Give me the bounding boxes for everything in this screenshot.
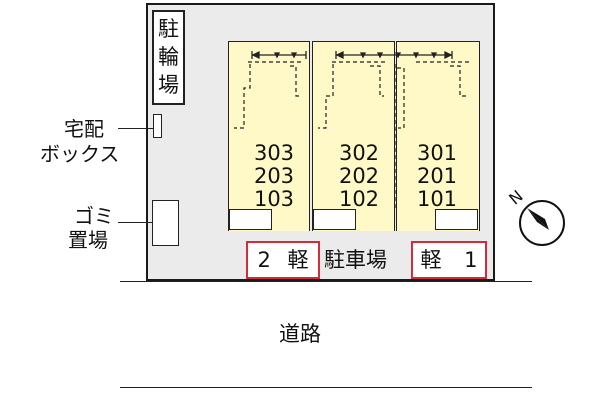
- entrance-door-302: [313, 209, 356, 230]
- unit-label-102: 102: [338, 187, 380, 211]
- unit-label-302: 302: [338, 141, 380, 165]
- unit-label-201: 201: [416, 164, 458, 188]
- entrance-door-301: [435, 209, 478, 230]
- building-column-302: [312, 41, 395, 231]
- road-label: 道路: [279, 322, 321, 346]
- delivery-box: [153, 114, 162, 138]
- unit-label-103: 103: [253, 187, 295, 211]
- parking-space-1-kei: 軽 1: [411, 241, 487, 279]
- building-column-301: [396, 41, 480, 231]
- unit-label-303: 303: [253, 141, 295, 165]
- building-column-303: [228, 41, 310, 231]
- delivery-box-label-line1: 宅配: [64, 117, 104, 141]
- entrance-door-303: [229, 209, 272, 230]
- delivery-box-leader: [118, 128, 153, 129]
- parking-space-2-kei: 2 軽: [246, 241, 320, 279]
- parking-space-type: 軽: [420, 248, 442, 272]
- parking-space-number: 1: [464, 248, 478, 272]
- north-arrow-icon: [519, 200, 565, 246]
- parking-label: 駐車場: [324, 248, 387, 272]
- road-edge-bottom: [120, 387, 532, 388]
- garbage-label-line1: ゴミ: [74, 204, 114, 228]
- road-edge-top: [120, 281, 532, 282]
- unit-label-202: 202: [338, 164, 380, 188]
- delivery-box-label-line2: ボックス: [40, 142, 120, 166]
- unit-label-203: 203: [253, 164, 295, 188]
- bicycle-parking: 駐 輪 場: [152, 10, 185, 105]
- garbage-label-line2: 置場: [68, 228, 108, 252]
- garbage-area: [152, 200, 179, 246]
- garbage-leader: [118, 222, 152, 223]
- unit-label-101: 101: [416, 187, 458, 211]
- parking-space-number: 2: [257, 248, 271, 272]
- unit-label-301: 301: [416, 141, 458, 165]
- parking-space-type: 軽: [287, 248, 309, 272]
